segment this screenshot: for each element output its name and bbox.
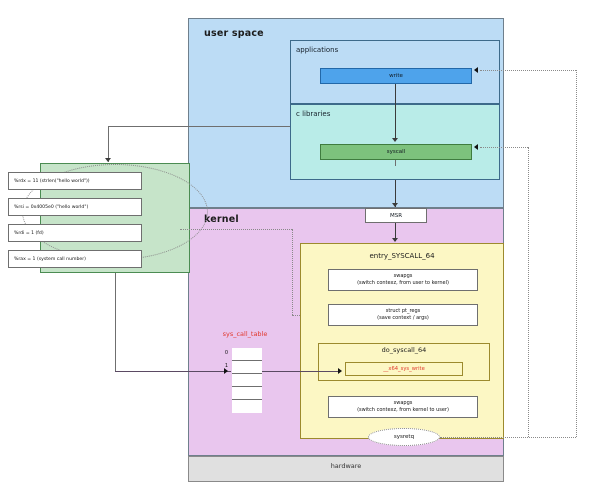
sys-call-table-cell <box>232 374 262 387</box>
dotted-return-inner-v <box>528 147 529 437</box>
msr-label: MSR <box>389 212 403 219</box>
connector-syscall-left <box>108 126 290 128</box>
dotted-registers-to-ptregs-v <box>292 229 293 315</box>
dotted-return-outer-v <box>576 70 577 437</box>
hardware-region <box>188 456 504 482</box>
arrowhead-write-to-syscall <box>392 138 398 142</box>
c-libraries-label: c libraries <box>296 110 331 118</box>
connector-syscall-down <box>395 160 397 166</box>
connector-registers-down <box>115 273 117 372</box>
x64-sys-write-node[interactable]: __x64_sys_write <box>345 362 463 376</box>
dotted-return-to-syscall <box>480 147 528 148</box>
dotted-sysretq-right <box>440 437 576 438</box>
kernel-label: kernel <box>204 214 239 225</box>
pt-regs-subtitle: (save context / args) <box>377 315 429 321</box>
sysretq-node: sysretq <box>368 428 440 446</box>
swapgs-in-subtitle: (switch contexz, from user to kernel) <box>357 280 449 286</box>
sysretq-label: sysretq <box>393 434 415 440</box>
arrowhead-to-entry <box>392 238 398 242</box>
connector-left-down-to-registers <box>108 126 110 162</box>
swapgs-out-subtitle: (switch contexz, from kernel to user) <box>357 407 449 413</box>
register-rax: %rax = 1 (system call number) <box>8 250 142 268</box>
write-node[interactable]: write <box>320 68 472 84</box>
connector-table-to-sys-write <box>262 371 340 373</box>
swapgs-in-node: swapgs (switch contexz, from user to ker… <box>328 269 478 291</box>
x64-sys-write-label: __x64_sys_write <box>383 366 425 372</box>
msr-node: MSR <box>365 208 427 223</box>
syscall-node[interactable]: syscall <box>320 144 472 160</box>
sys-call-table-index-0: 0 <box>224 350 228 356</box>
sys-call-table-cell <box>232 387 262 400</box>
sys-call-table-cell <box>232 348 262 361</box>
register-rsi: %rsi = 0x4005e0 ("hello world") <box>8 198 142 216</box>
connector-msr-to-entry <box>395 223 397 241</box>
connector-write-to-syscall <box>395 84 397 139</box>
arrowhead-return-to-syscall <box>474 144 478 150</box>
dotted-registers-to-ptregs-h <box>180 229 292 230</box>
sys-call-table-cell <box>232 361 262 374</box>
entry-syscall-64-title: entry_SYSCALL_64 <box>369 252 435 260</box>
sys-call-table-cell <box>232 400 262 413</box>
arrowhead-to-sys-call-table <box>224 368 228 374</box>
register-rdx: %rdx = 11 (strlen("hello world")) <box>8 172 142 190</box>
pt-regs-title: struct pt_regs <box>385 307 421 314</box>
syscall-node-label: syscall <box>386 149 406 155</box>
arrowhead-to-msr <box>392 203 398 207</box>
pt-regs-node: struct pt_regs (save context / args) <box>328 304 478 326</box>
write-node-label: write <box>389 73 403 79</box>
swapgs-out-title: swapgs <box>393 399 413 406</box>
arrowhead-into-registers <box>105 158 111 162</box>
dotted-return-to-write <box>480 70 576 71</box>
swapgs-in-title: swapgs <box>393 272 413 279</box>
user-space-label: user space <box>204 28 264 39</box>
register-rdi: %rdi = 1 (fd) <box>8 224 142 242</box>
connector-registers-to-table <box>115 371 231 373</box>
do-syscall-64-title: do_syscall_64 <box>381 346 427 354</box>
swapgs-out-node: swapgs (switch contexz, from kernel to u… <box>328 396 478 418</box>
applications-label: applications <box>296 46 339 54</box>
connector-syscall-to-msr <box>395 180 397 207</box>
arrowhead-to-sys-write <box>338 368 342 374</box>
sys-call-table-title: sys_call_table <box>222 330 268 338</box>
hardware-label: hardware <box>330 462 362 470</box>
sys-call-table-index-1: 1 <box>224 363 228 369</box>
arrowhead-return-to-write <box>474 67 478 73</box>
